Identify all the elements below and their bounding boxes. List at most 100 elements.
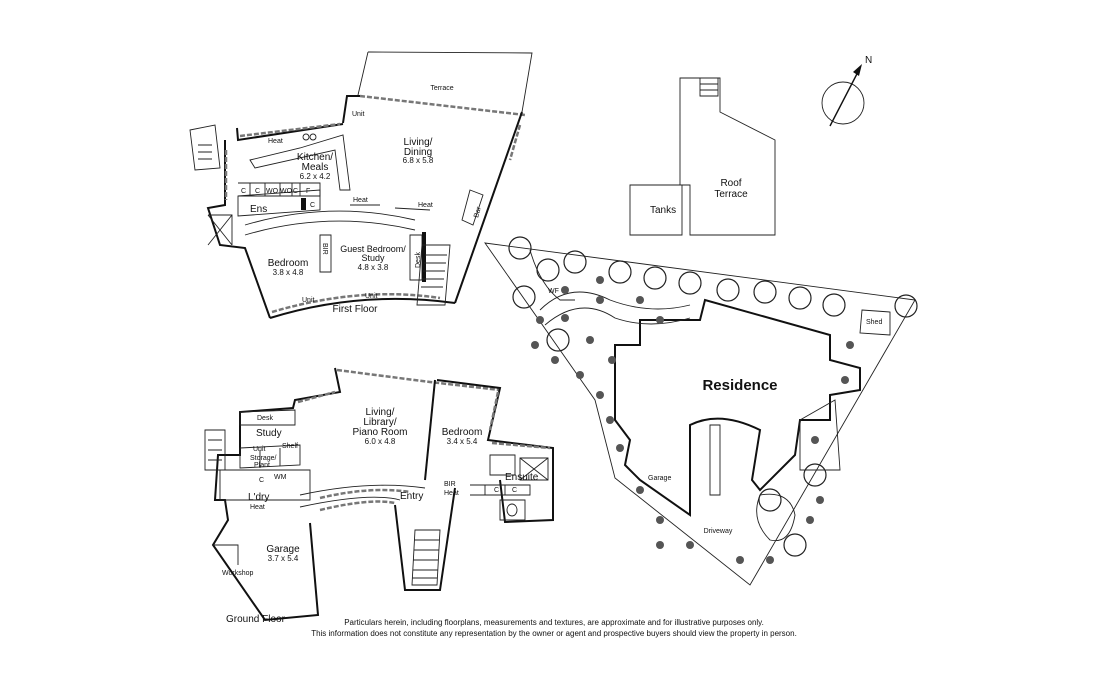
shrub-icon bbox=[846, 341, 854, 349]
tree-icon bbox=[716, 278, 740, 302]
shrub-icon bbox=[616, 444, 624, 452]
shrub-icon bbox=[736, 556, 744, 564]
wf-label: WF bbox=[548, 288, 559, 295]
shrub-icon bbox=[686, 541, 694, 549]
cupboard-label: C bbox=[241, 188, 246, 195]
cupboard-label: C bbox=[310, 202, 315, 209]
shrub-icon bbox=[561, 286, 569, 294]
tree-icon bbox=[608, 260, 632, 284]
shrub-icon bbox=[608, 356, 616, 364]
roof-terrace-label-2: Terrace bbox=[714, 189, 748, 200]
plant-label: Plant bbox=[254, 462, 270, 469]
ensuite-label: Ensuite bbox=[505, 472, 539, 483]
fridge-label: F bbox=[306, 188, 310, 195]
tree-icons bbox=[508, 236, 918, 564]
first-floor-plan bbox=[189, 51, 533, 319]
wardrobe-label: WO bbox=[266, 188, 279, 195]
shrub-icon bbox=[656, 516, 664, 524]
tree-icon bbox=[822, 293, 846, 317]
tree-icon bbox=[643, 266, 667, 290]
tree-icon bbox=[758, 488, 782, 512]
cupboard-label: C bbox=[494, 487, 499, 494]
guest-bedroom-dim: 4.8 x 3.8 bbox=[358, 263, 389, 272]
terrace-label: Terrace bbox=[430, 85, 453, 92]
living-dining-dim: 6.8 x 5.8 bbox=[403, 156, 434, 165]
bir-label: BIR bbox=[444, 481, 456, 488]
kitchen-dim: 6.2 x 4.2 bbox=[300, 172, 331, 181]
ground-floor-title: Ground Floor bbox=[226, 614, 286, 625]
shrub-icon bbox=[576, 371, 584, 379]
kitchen-label-2: Meals bbox=[302, 162, 329, 173]
tree-icon bbox=[508, 236, 532, 260]
unit-label: Unit bbox=[365, 293, 378, 300]
shrub-icon bbox=[586, 336, 594, 344]
first-floor-title: First Floor bbox=[333, 304, 379, 315]
tree-icon bbox=[546, 328, 570, 352]
heater-label: Heat bbox=[268, 138, 283, 145]
wardrobe-label: WO bbox=[280, 188, 293, 195]
living-library-label-2: Library/ bbox=[363, 417, 397, 428]
shrub-icon bbox=[811, 436, 819, 444]
garage-label: Garage bbox=[266, 544, 300, 555]
residence-label: Residence bbox=[702, 377, 777, 394]
shrub-icon bbox=[606, 416, 614, 424]
tree-icon bbox=[512, 285, 536, 309]
guest-bedroom-label-2: Study bbox=[361, 253, 385, 263]
shrub-icon bbox=[766, 556, 774, 564]
disclaimer-line-2: This information does not constitute any… bbox=[311, 629, 797, 638]
bar-label: Bar bbox=[473, 206, 483, 219]
tree-icon bbox=[753, 280, 777, 304]
cupboard-label: C bbox=[293, 188, 298, 195]
ensuite-label: Ens bbox=[250, 204, 267, 215]
bir-label: BIR bbox=[321, 243, 328, 255]
shrub-icon bbox=[656, 316, 664, 324]
site-plan bbox=[484, 64, 918, 586]
driveway-label: Driveway bbox=[704, 528, 733, 535]
heater-label: Heat bbox=[444, 490, 459, 497]
tree-icon bbox=[783, 533, 807, 557]
tree-icon bbox=[563, 250, 587, 274]
living-library-label: Living/ bbox=[366, 407, 395, 418]
shrub-icon bbox=[536, 316, 544, 324]
shrub-icon bbox=[806, 516, 814, 524]
bedroom-dim: 3.8 x 4.8 bbox=[273, 268, 304, 277]
cupboard-label: C bbox=[255, 188, 260, 195]
entry-label: Entry bbox=[400, 491, 423, 502]
ground-bedroom-label: Bedroom bbox=[442, 427, 483, 438]
bedroom-label: Bedroom bbox=[268, 258, 309, 269]
living-dining-label: Living/ bbox=[404, 137, 433, 148]
shrub-icon bbox=[656, 541, 664, 549]
shed-label: Shed bbox=[866, 319, 882, 326]
living-library-dim: 6.0 x 4.8 bbox=[365, 437, 396, 446]
shrub-icon bbox=[551, 356, 559, 364]
heater-label: Heat bbox=[353, 197, 368, 204]
tree-icon bbox=[803, 463, 827, 487]
shrub-icon bbox=[636, 296, 644, 304]
shrub-icon bbox=[596, 296, 604, 304]
tree-icon bbox=[894, 294, 918, 318]
garage-dim: 3.7 x 5.4 bbox=[268, 554, 299, 563]
study-label: Study bbox=[256, 428, 282, 439]
living-library-label-3: Piano Room bbox=[352, 427, 407, 438]
storage-label: Storage/ bbox=[250, 455, 277, 462]
shrub-icon bbox=[531, 341, 539, 349]
desk-label: Desk bbox=[257, 415, 273, 422]
ground-floor-plan bbox=[204, 367, 554, 622]
shrub-icon bbox=[636, 486, 644, 494]
shrub-icon bbox=[561, 314, 569, 322]
tree-icon bbox=[678, 271, 702, 295]
roof-terrace-label: Roof bbox=[720, 178, 741, 189]
shrub-icon bbox=[816, 496, 824, 504]
heater-label: Heat bbox=[418, 202, 433, 209]
unit-label: Unit bbox=[253, 446, 266, 453]
tree-icon bbox=[536, 258, 560, 282]
tree-icon bbox=[788, 286, 812, 310]
north-compass-icon bbox=[821, 64, 865, 127]
unit-label: Unit bbox=[352, 111, 365, 118]
desk-label: Desk bbox=[415, 252, 422, 268]
shrub-icon bbox=[596, 276, 604, 284]
workshop-label: Workshop bbox=[222, 570, 253, 577]
shrub-icon bbox=[841, 376, 849, 384]
shrub-icon bbox=[596, 391, 604, 399]
